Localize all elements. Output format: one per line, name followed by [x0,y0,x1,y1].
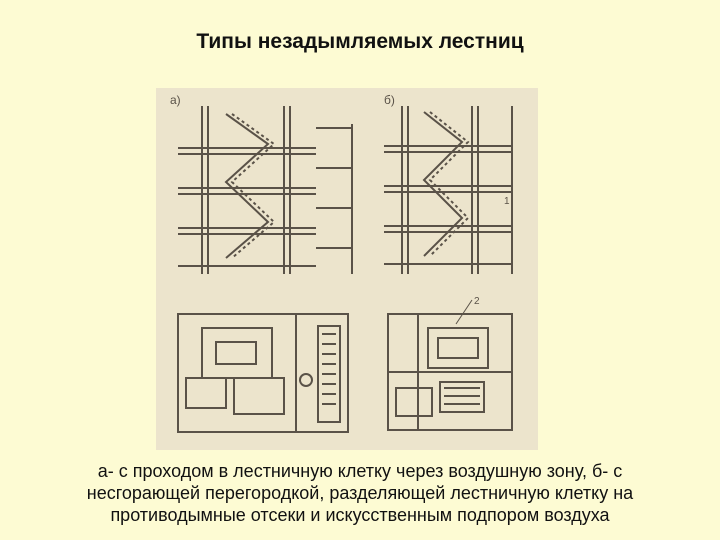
slide-title: Типы незадымляемых лестниц [196,30,524,53]
caption-line-3: противодымные отсеки и искусственным под… [110,505,610,525]
plan-b [387,313,513,431]
caption-line-2: несгорающей перегородкой, разделяющей ле… [86,483,634,503]
section-b [384,106,513,274]
figure-caption: а- с проходом в лестничную клетку через … [20,460,700,526]
section-a [178,106,316,274]
plan-a [177,313,349,433]
section-a-balconies [316,124,353,274]
caption-line-1: а- с проходом в лестничную клетку через … [97,461,623,481]
label-a: а) [170,93,181,107]
stair-diagram-figure: а) б) 1 2 [156,88,538,450]
callout-2-leader [455,299,473,325]
callout-1: 1 [504,196,510,207]
label-b: б) [384,93,395,107]
callout-2: 2 [474,296,480,307]
